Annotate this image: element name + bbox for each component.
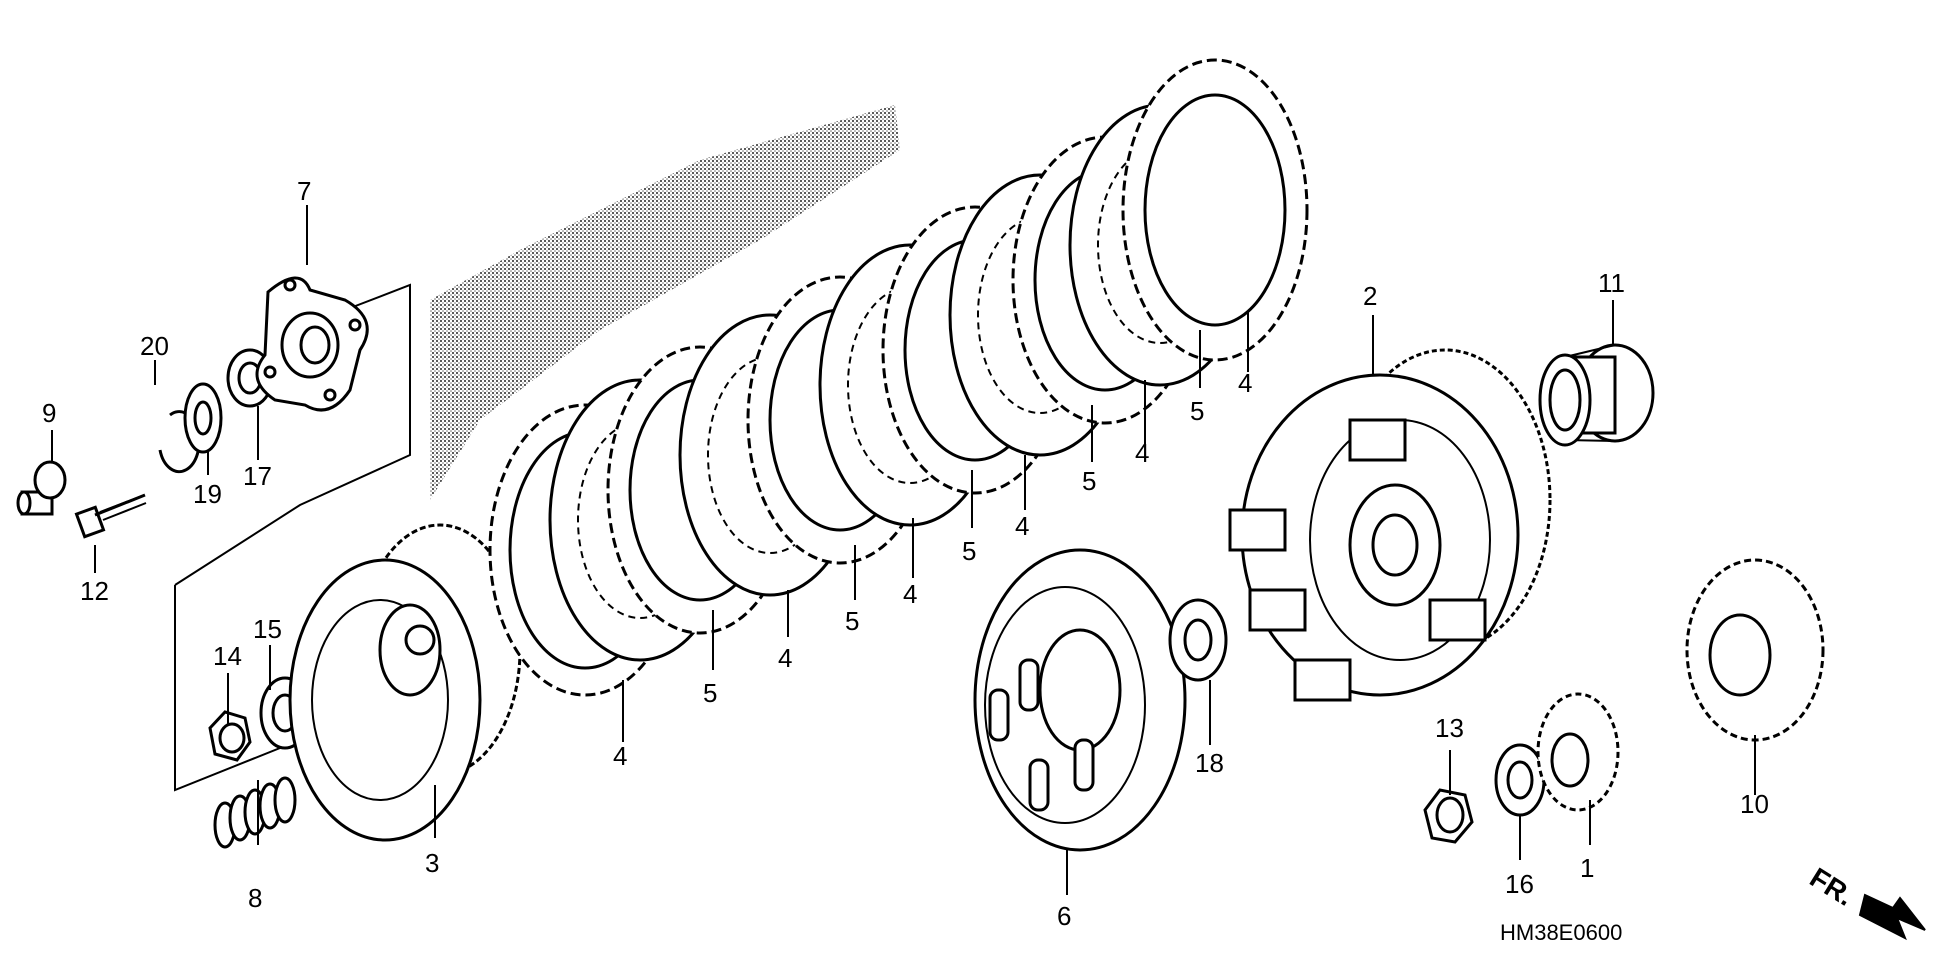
callout-4: 4 — [1238, 368, 1252, 398]
part-18-washer — [1168, 598, 1228, 682]
diagram-code: HM38E0600 — [1500, 920, 1622, 945]
part-9-pin — [16, 460, 67, 516]
part-3-drive-gear — [288, 523, 522, 842]
callout-3: 3 — [425, 848, 439, 878]
part-7-lifter-plate — [255, 276, 369, 412]
callout-7: 7 — [297, 176, 311, 206]
callout-4: 4 — [613, 741, 627, 771]
callout-10: 10 — [1740, 789, 1769, 819]
callout-14: 14 — [213, 641, 242, 671]
callout-labels: 1 2 3 4 4 4 4 4 4 5 5 5 5 5 6 7 8 9 10 1… — [42, 176, 1859, 945]
part-19-bearing — [183, 382, 223, 454]
part-6-pressure-plate — [973, 548, 1187, 852]
callout-4: 4 — [1015, 511, 1029, 541]
callout-5: 5 — [703, 678, 717, 708]
callout-5: 5 — [1082, 466, 1096, 496]
clutch-plate-stack — [488, 58, 1309, 697]
part-14-nut — [208, 710, 252, 762]
callout-2: 2 — [1363, 281, 1377, 311]
callout-12: 12 — [80, 576, 109, 606]
shading-area — [430, 105, 900, 500]
callout-6: 6 — [1057, 901, 1071, 931]
callout-1: 1 — [1580, 853, 1594, 883]
callout-13: 13 — [1435, 713, 1464, 743]
callout-19: 19 — [193, 479, 222, 509]
callout-18: 18 — [1195, 748, 1224, 778]
part-1-gear — [1536, 692, 1620, 812]
callout-5: 5 — [1190, 396, 1204, 426]
part-2-clutch-outer — [1228, 348, 1552, 702]
callout-17: 17 — [243, 461, 272, 491]
callout-8: 8 — [248, 883, 262, 913]
callout-5: 5 — [962, 536, 976, 566]
callout-9: 9 — [42, 398, 56, 428]
callout-4: 4 — [903, 579, 917, 609]
callout-11: 11 — [1598, 268, 1625, 298]
callout-5: 5 — [845, 606, 859, 636]
part-13-nut — [1423, 788, 1474, 844]
part-8-spring — [213, 776, 297, 849]
callout-16: 16 — [1505, 869, 1534, 899]
part-11-collar — [1538, 343, 1655, 447]
assembly-bracket — [174, 283, 411, 792]
callout-20: 20 — [140, 331, 169, 361]
part-10-gear — [1685, 558, 1825, 742]
callout-4: 4 — [1135, 438, 1149, 468]
front-label: FR. — [1805, 862, 1860, 912]
part-16-washer — [1494, 743, 1546, 817]
callout-4: 4 — [778, 643, 792, 673]
leader-lines — [51, 205, 1756, 895]
callout-15: 15 — [253, 614, 282, 644]
front-direction-arrow — [1858, 893, 1926, 941]
part-12-bolt — [74, 493, 147, 539]
